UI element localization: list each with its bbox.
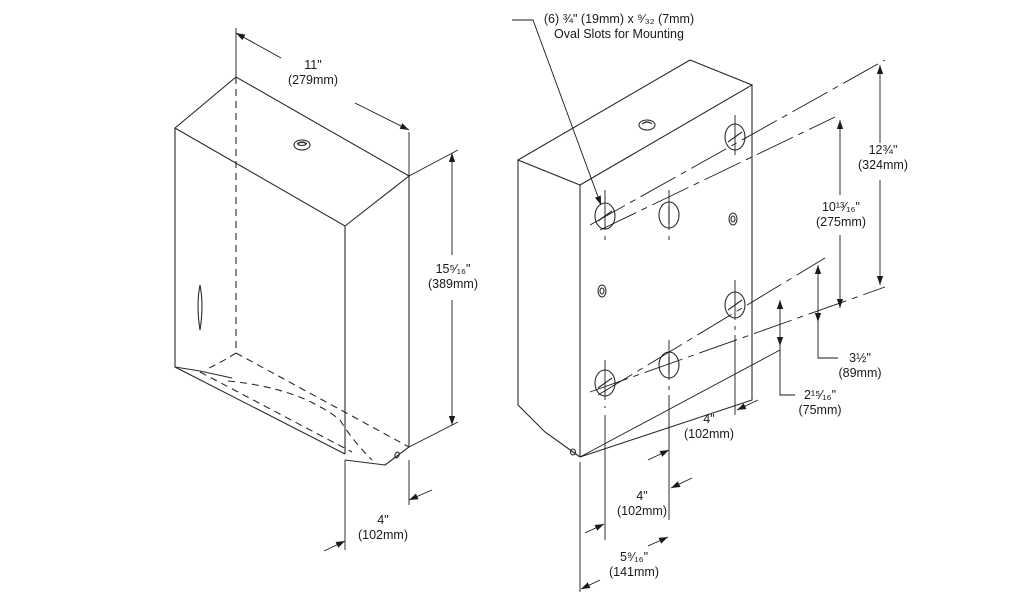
front-dimensions <box>235 28 459 552</box>
slot-spacing-imperial: 4" <box>636 489 648 503</box>
front-width-label: 11" (279mm) <box>283 58 343 88</box>
slot-spacing-label: 4" (102mm) <box>609 489 675 519</box>
bottom-right-slot-metric: (89mm) <box>838 366 882 380</box>
anchor-hole <box>597 284 607 298</box>
front-dispenser <box>174 76 410 466</box>
left-offset-label: 5⁹⁄₁₆" (141mm) <box>601 550 667 580</box>
front-depth-metric: (102mm) <box>357 528 408 542</box>
slots-note: (6) ¾" (19mm) x ⁹⁄₃₂ (7mm) Oval Slots fo… <box>534 12 704 42</box>
back-top-face <box>516 59 754 186</box>
lock-icon-back <box>638 119 656 131</box>
front-width-metric: (279mm) <box>287 73 338 87</box>
right-offset-label: 4" (102mm) <box>676 412 742 442</box>
overall-slot-height-label: 12¾" (324mm) <box>850 143 916 173</box>
bottom-left-slot-imperial: 2¹⁵⁄₁₆" <box>803 388 837 402</box>
back-dimensions <box>512 19 886 592</box>
slots-note-line2: Oval Slots for Mounting <box>554 27 684 41</box>
front-width-imperial: 11" <box>304 58 322 72</box>
inner-slot-height-imperial: 10¹³⁄₁₆" <box>821 200 860 214</box>
overall-slot-height-imperial: 12¾" <box>868 143 898 157</box>
front-side-outline <box>344 176 410 466</box>
back-dispenser <box>516 59 754 458</box>
front-height-imperial: 15⁵⁄₁₆" <box>435 262 471 276</box>
inner-slot-height-label: 10¹³⁄₁₆" (275mm) <box>808 200 874 230</box>
bottom-right-slot-label: 3½" (89mm) <box>830 351 890 381</box>
left-offset-metric: (141mm) <box>608 565 659 579</box>
front-height-metric: (389mm) <box>427 277 478 291</box>
lock-icon <box>293 139 311 151</box>
right-offset-metric: (102mm) <box>683 427 734 441</box>
slots-note-line1: (6) ¾" (19mm) x ⁹⁄₃₂ (7mm) <box>543 12 695 26</box>
front-depth-label: 4" (102mm) <box>350 513 416 543</box>
bottom-right-slot-imperial: 3½" <box>849 351 871 365</box>
right-offset-imperial: 4" <box>703 412 715 426</box>
front-top-face <box>174 76 410 227</box>
slot-spacing-metric: (102mm) <box>616 504 667 518</box>
front-depth-imperial: 4" <box>377 513 389 527</box>
left-offset-imperial: 5⁹⁄₁₆" <box>619 550 649 564</box>
overall-slot-height-metric: (324mm) <box>857 158 908 172</box>
bottom-left-slot-metric: (75mm) <box>798 403 842 417</box>
inner-slot-height-metric: (275mm) <box>815 215 866 229</box>
front-height-label: 15⁵⁄₁₆" (389mm) <box>420 262 486 292</box>
anchor-hole <box>728 212 738 226</box>
bottom-left-slot-label: 2¹⁵⁄₁₆" (75mm) <box>790 388 850 418</box>
sight-window <box>197 284 203 331</box>
